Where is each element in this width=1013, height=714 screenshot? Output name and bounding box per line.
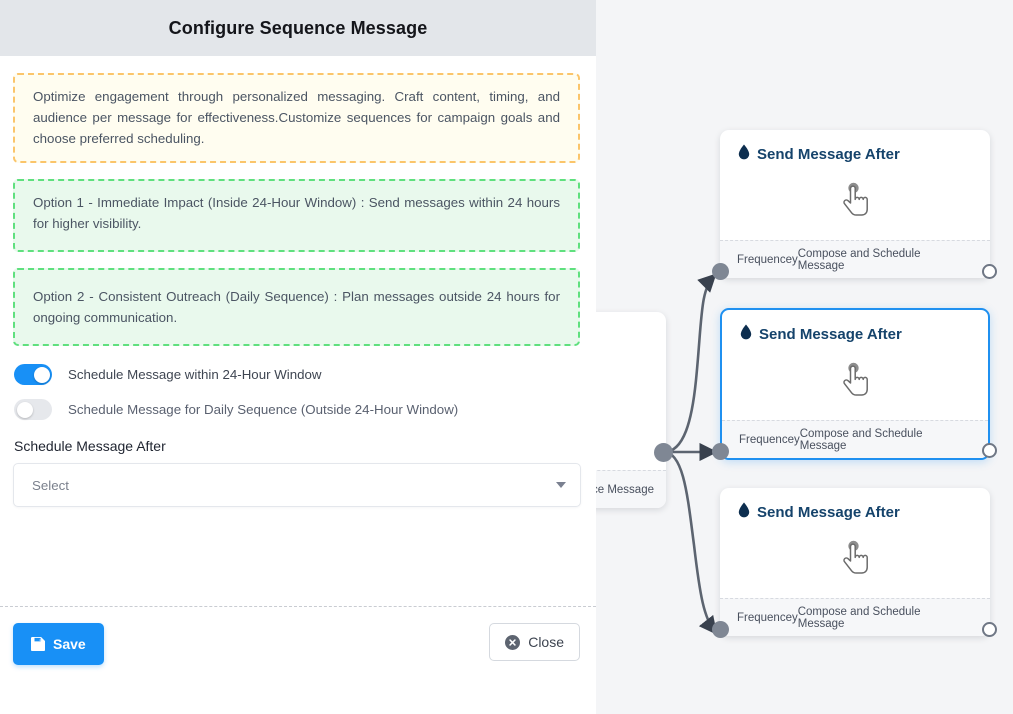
save-button[interactable]: Save: [13, 623, 104, 665]
node-send-message-after-2[interactable]: Send Message After Frequencey Compose an…: [720, 308, 990, 460]
close-button[interactable]: Close: [489, 623, 580, 661]
node-1-input-handle[interactable]: [712, 263, 729, 280]
water-drop-icon: [740, 324, 752, 344]
panel-footer: Save Close: [0, 606, 596, 714]
node-3-output-handle[interactable]: [982, 622, 997, 637]
upstream-node-footer: ce Message: [596, 470, 666, 508]
toggle-schedule-daily-sequence[interactable]: [14, 399, 52, 420]
node-footer-right-label-2: Compose and Schedule Message: [799, 427, 923, 452]
toggle-row-daily-sequence[interactable]: Schedule Message for Daily Sequence (Out…: [13, 399, 580, 420]
node-2-input-handle[interactable]: [712, 443, 729, 460]
node-title-row-1: Send Message After: [720, 130, 990, 164]
edge-to-node-3: [663, 450, 718, 635]
water-drop-icon: [738, 144, 750, 164]
edge-to-node-1: [663, 273, 717, 454]
toggle-knob: [33, 366, 50, 383]
node-title-label-3: Send Message After: [757, 503, 900, 521]
flow-canvas[interactable]: ce Message Send Message After Frequencey…: [596, 0, 1013, 714]
node-footer-right-label-3: Compose and Schedule Message: [797, 605, 921, 630]
node-title-row-2: Send Message After: [722, 310, 988, 344]
info-callout-option-2: Option 2 - Consistent Outreach (Daily Se…: [13, 268, 580, 346]
toggle-label-daily-sequence: Schedule Message for Daily Sequence (Out…: [68, 402, 459, 417]
toggle-row-within-24-hour[interactable]: Schedule Message within 24-Hour Window: [13, 364, 580, 385]
node-2-output-handle[interactable]: [982, 443, 997, 458]
configure-sequence-message-panel: Configure Sequence Message Optimize enga…: [0, 0, 596, 714]
node-footer-left-label-3: Frequencey: [737, 611, 798, 624]
node-title-label-1: Send Message After: [757, 145, 900, 163]
node-footer-3: Frequencey Compose and Schedule Message: [720, 598, 990, 636]
water-drop-icon: [738, 502, 750, 522]
node-body-3[interactable]: [720, 522, 990, 598]
close-button-label: Close: [528, 634, 564, 650]
info-callout-description: Optimize engagement through personalized…: [13, 73, 580, 163]
pointing-hand-icon: [838, 539, 872, 582]
panel-body: Optimize engagement through personalized…: [0, 56, 596, 606]
node-send-message-after-1[interactable]: Send Message After Frequencey Compose an…: [720, 130, 990, 278]
upstream-node-partial[interactable]: ce Message: [596, 312, 666, 508]
node-1-output-handle[interactable]: [982, 264, 997, 279]
node-footer-left-label-2: Frequencey: [739, 433, 800, 446]
pointing-hand-icon: [838, 361, 872, 404]
node-footer-right-label-1: Compose and Schedule Message: [797, 247, 921, 272]
floppy-disk-icon: [31, 637, 45, 651]
info-callout-option-1: Option 1 - Immediate Impact (Inside 24-H…: [13, 179, 580, 252]
node-send-message-after-3[interactable]: Send Message After Frequencey Compose an…: [720, 488, 990, 636]
node-body-1[interactable]: [720, 164, 990, 240]
chevron-down-icon: [556, 482, 566, 488]
save-button-label: Save: [53, 636, 86, 652]
schedule-message-after-select[interactable]: Select: [13, 463, 581, 507]
node-body-2[interactable]: [722, 344, 988, 420]
node-footer-2: Frequencey Compose and Schedule Message: [722, 420, 988, 458]
page-title: Configure Sequence Message: [168, 17, 428, 38]
panel-header: Configure Sequence Message: [0, 0, 596, 56]
node-title-row-3: Send Message After: [720, 488, 990, 522]
pointing-hand-icon: [838, 181, 872, 224]
schedule-message-after-label: Schedule Message After: [14, 438, 166, 454]
circle-x-icon: [505, 634, 521, 650]
node-footer-left-label-1: Frequencey: [737, 253, 798, 266]
toggle-schedule-within-24-hour-window[interactable]: [14, 364, 52, 385]
upstream-node-output-handle[interactable]: [654, 443, 673, 462]
toggle-label-within-24-hour: Schedule Message within 24-Hour Window: [68, 367, 322, 382]
node-3-input-handle[interactable]: [712, 621, 729, 638]
toggle-knob: [16, 401, 33, 418]
upstream-node-footer-label: ce Message: [596, 483, 654, 496]
node-title-label-2: Send Message After: [759, 325, 902, 343]
select-value: Select: [32, 477, 69, 493]
node-footer-1: Frequencey Compose and Schedule Message: [720, 240, 990, 278]
